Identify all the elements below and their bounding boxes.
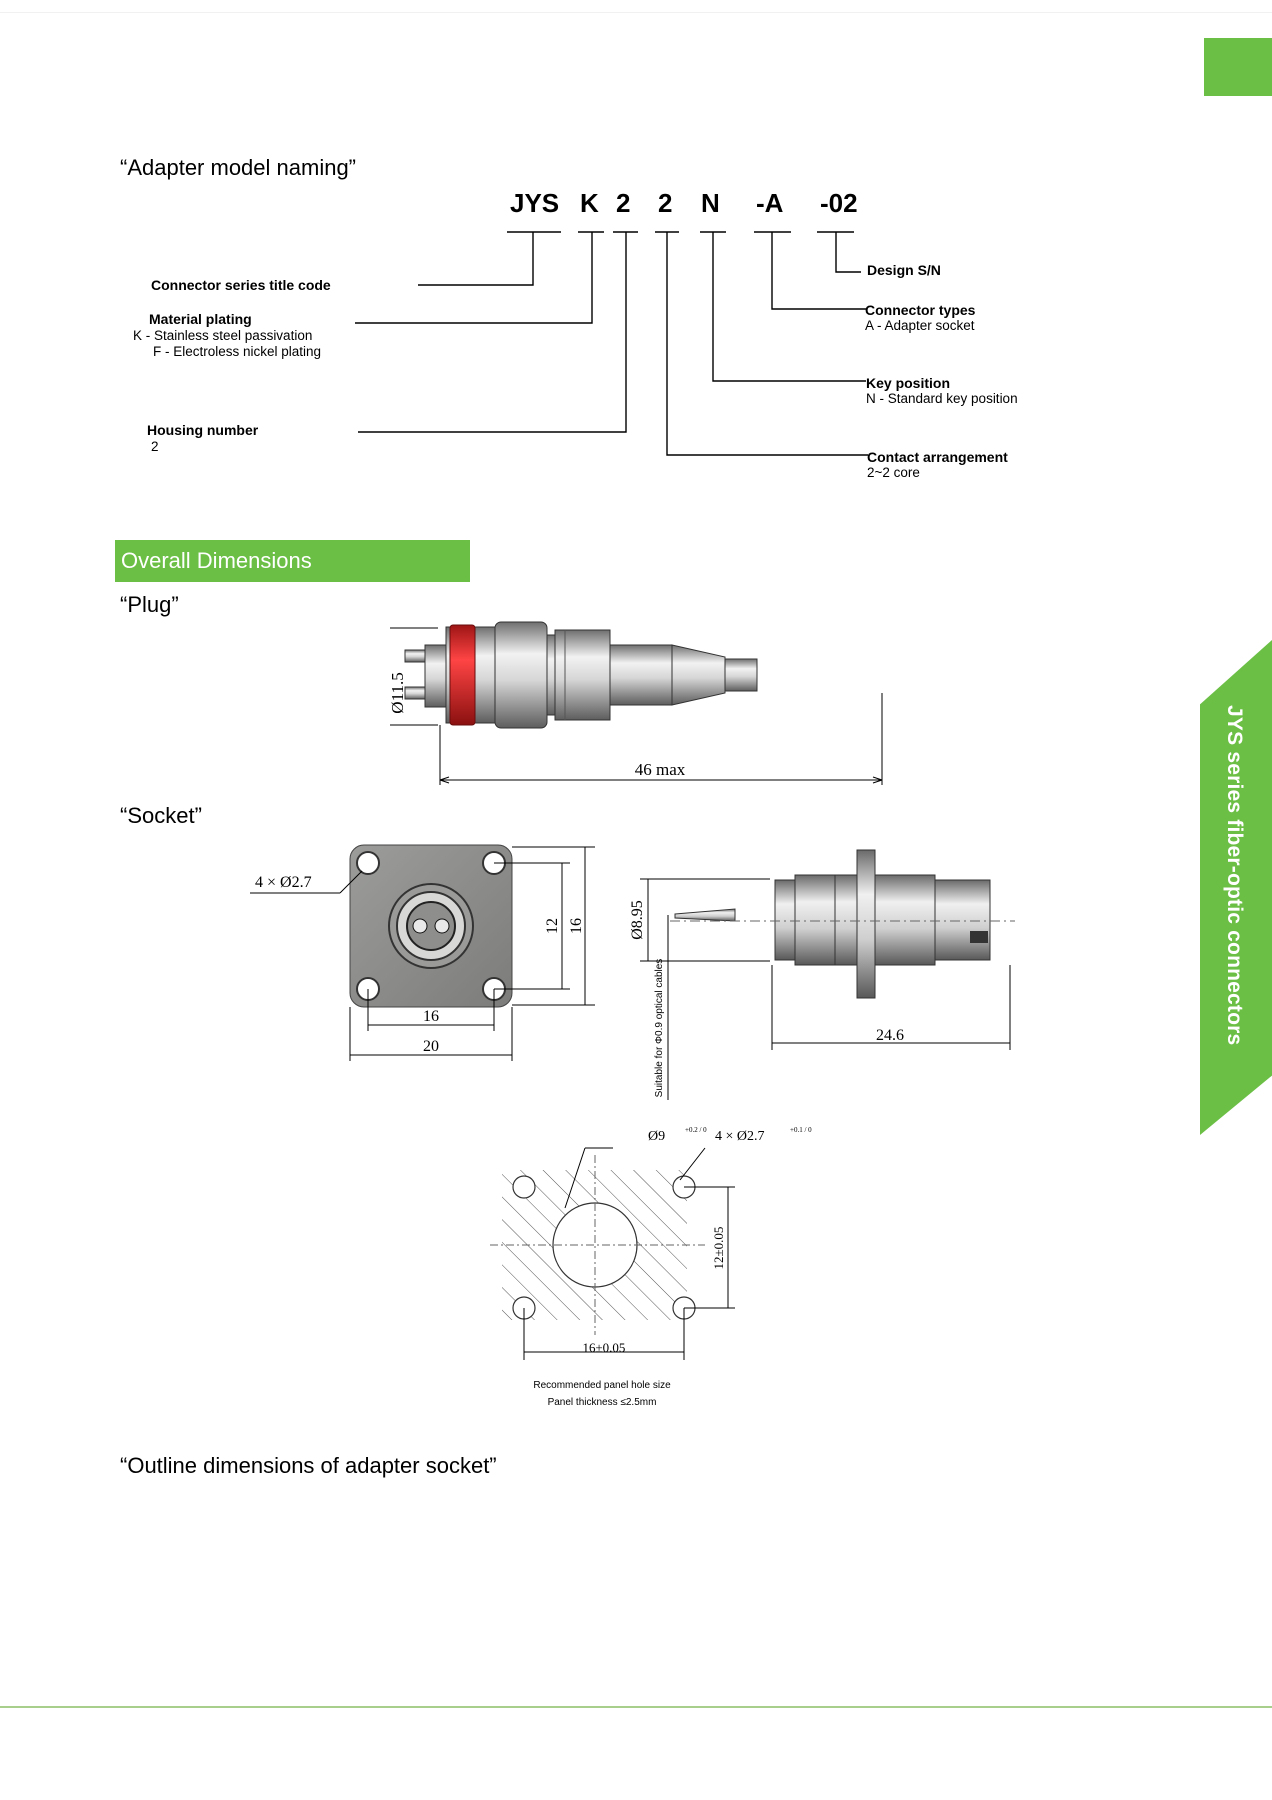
label-housing-value: 2 — [151, 439, 159, 454]
panel-h-label: 12±0.05 — [711, 1227, 726, 1270]
panel-note-1: Recommended panel hole size — [533, 1380, 671, 1391]
panel-note-2: Panel thickness ≤2.5mm — [548, 1397, 657, 1408]
label-material-title: Material plating — [149, 311, 252, 327]
plug-len-label: 46 max — [635, 760, 686, 779]
code-design: -02 — [820, 188, 858, 218]
naming-heading: “Adapter model naming” — [120, 155, 357, 180]
cable-note: Suitable for Φ0.9 optical cables — [654, 959, 665, 1098]
socket-body — [674, 849, 991, 999]
top-rule — [0, 12, 1272, 13]
label-types-value: A - Adapter socket — [865, 318, 975, 333]
naming-leader-lines — [355, 231, 868, 456]
socket-holes-label: 4 × Ø2.7 — [255, 874, 312, 891]
socket-side-dia-label: Ø8.95 — [629, 900, 646, 940]
corner-tab — [1204, 38, 1272, 96]
plug-dia-label: Ø11.5 — [390, 672, 407, 713]
label-types-title: Connector types — [865, 302, 976, 318]
plug-heading: “Plug” — [120, 592, 179, 617]
socket-side-len-label: 24.6 — [876, 1027, 904, 1044]
socket-16-label: 16 — [423, 1008, 439, 1025]
banner-label: Overall Dimensions — [121, 548, 312, 573]
panel-holes-label: 4 × Ø2.7 — [715, 1129, 765, 1144]
plug-drawing: Ø11.5 46 max — [390, 621, 883, 785]
side-tab-label: JYS series fiber-optic connectors — [1223, 705, 1246, 1046]
panel-dia-tol: +0.2 / 0 — [685, 1126, 707, 1134]
code-type: -A — [756, 188, 784, 218]
socket-12-label: 12 — [544, 918, 561, 934]
label-series: Connector series title code — [151, 277, 331, 293]
label-housing-title: Housing number — [147, 422, 259, 438]
label-material-f: F - Electroless nickel plating — [153, 344, 322, 359]
panel-w-label: 16±0.05 — [583, 1340, 626, 1355]
code-housing: 2 — [616, 188, 631, 218]
mount-hole — [356, 851, 380, 875]
plug-body — [404, 621, 758, 729]
panel-cutout-drawing: Ø9 +0.2 / 0 4 × Ø2.7 +0.1 / 0 12±0.05 16… — [490, 1126, 812, 1408]
code-contact: 2 — [658, 188, 673, 218]
side-tab — [1200, 640, 1272, 1135]
label-key-value: N - Standard key position — [866, 391, 1018, 406]
panel-mount-hole — [512, 1175, 536, 1199]
panel-holes-tol: +0.1 / 0 — [790, 1126, 812, 1134]
socket-heading: “Socket” — [120, 803, 202, 828]
overall-dimensions-banner: Overall Dimensions — [115, 540, 470, 582]
code-material: K — [580, 188, 599, 218]
panel-dia-label: Ø9 — [648, 1129, 665, 1144]
outline-heading: “Outline dimensions of adapter socket” — [120, 1453, 497, 1478]
socket-20-label: 20 — [423, 1038, 439, 1055]
code-key: N — [701, 188, 720, 218]
socket-side-drawing: Ø8.95 24.6 Suitable for Φ0.9 optical cab… — [629, 849, 1015, 1100]
label-key-title: Key position — [866, 375, 951, 391]
label-material-k: K - Stainless steel passivation — [133, 328, 313, 343]
label-contact-value: 2~2 core — [867, 465, 920, 480]
footer-rule — [0, 1706, 1272, 1708]
socket-front-drawing: 4 × Ø2.7 12 16 16 20 — [250, 844, 595, 1061]
code-series: JYS — [510, 188, 560, 218]
label-design: Design S/N — [867, 262, 941, 278]
label-contact-title: Contact arrangement — [867, 449, 1008, 465]
socket-16v-label: 16 — [568, 918, 585, 934]
